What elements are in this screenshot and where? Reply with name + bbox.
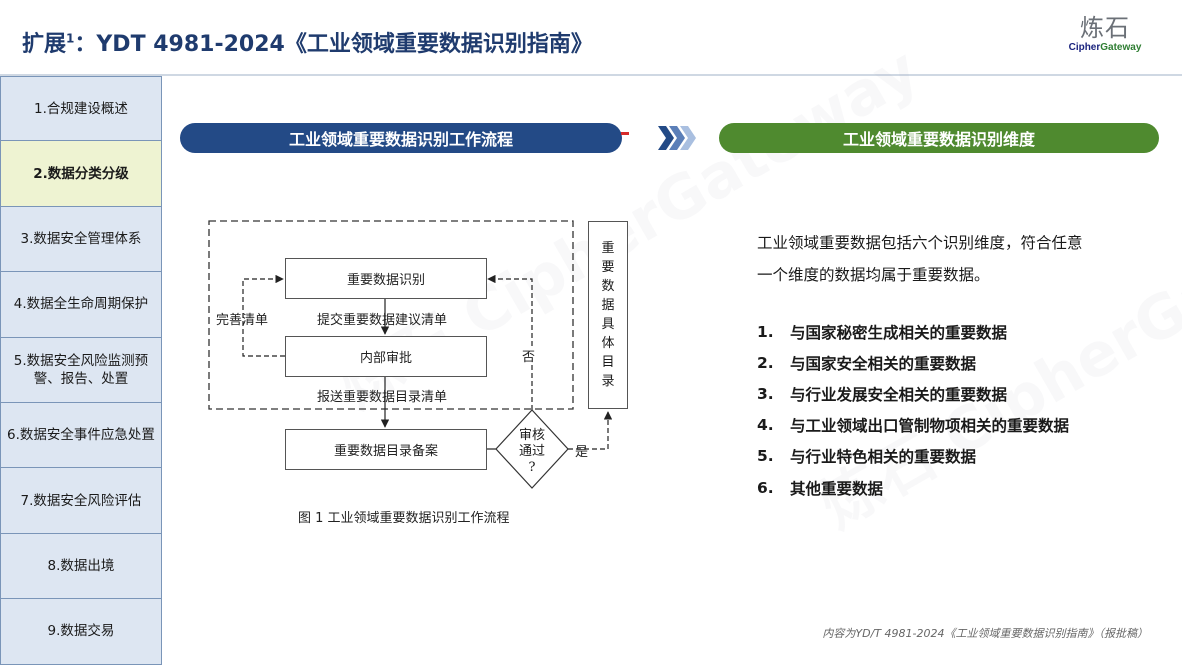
list-item: 5.与行业特色相关的重要数据 [757, 447, 977, 467]
header-divider [0, 74, 1182, 76]
brand-logo: 炼石 CipherGateway [1062, 14, 1148, 54]
label-yes: 是 [575, 445, 589, 460]
sidebar-item-lifecycle-protection[interactable]: 4.数据全生命周期保护 [0, 272, 162, 338]
diamond-text: 审核 通过 ? [518, 428, 545, 475]
sidebar-item-data-trading[interactable]: 9.数据交易 [0, 599, 162, 665]
label-submit: 提交重要数据建议清单 [317, 313, 448, 328]
sidebar-nav: 1.合规建设概述 2.数据分类分级 3.数据安全管理体系 4.数据全生命周期保护… [0, 76, 162, 665]
logo-english: CipherGateway [1068, 42, 1142, 53]
dimension-list: 1.与国家秘密生成相关的重要数据 2.与国家安全相关的重要数据 3.与行业发展安… [757, 316, 1157, 503]
sidebar-item-cross-border[interactable]: 8.数据出境 [0, 533, 162, 600]
logo-chinese: 炼石 [1080, 14, 1130, 42]
list-item: 2.与国家安全相关的重要数据 [757, 353, 977, 373]
workflow-diagram: 重要数据识别 提交重要数据建议清单 内部审批 报送重要数据目录清单 重要数据目录… [200, 212, 640, 542]
list-item: 3.与行业发展安全相关的重要数据 [757, 384, 1008, 404]
sidebar-item-data-classification[interactable]: 2.数据分类分级 [0, 141, 162, 207]
sidebar-item-risk-monitoring[interactable]: 5.数据安全风险监测预警、报告、处置 [0, 337, 162, 403]
label-improve: 完善清单 [216, 313, 269, 328]
source-footnote: 内容为YD/T 4981-2024《工业领域重要数据识别指南》（报批稿） [822, 627, 1148, 640]
box-identify: 重要数据识别 [285, 258, 487, 299]
sidebar-item-risk-assessment[interactable]: 7.数据安全风险评估 [0, 468, 162, 534]
sidebar-item-security-management[interactable]: 3.数据安全管理体系 [0, 206, 162, 273]
box-filing: 重要数据目录备案 [285, 429, 487, 470]
list-item: 1.与国家秘密生成相关的重要数据 [757, 322, 1008, 342]
sidebar-item-compliance-overview[interactable]: 1.合规建设概述 [0, 76, 162, 142]
sidebar-item-incident-response[interactable]: 6.数据安全事件应急处置 [0, 402, 162, 469]
label-no: 否 [522, 346, 536, 365]
box-review: 内部审批 [285, 336, 487, 377]
box-catalog: 重 要 数 据 具 体 目 录 [588, 221, 628, 409]
chevron-right-icon [658, 126, 696, 150]
page-title: 扩展1：YDT 4981-2024《工业领域重要数据识别指南》 [22, 31, 593, 57]
workflow-connectors [208, 220, 613, 489]
list-item: 4.与工业领域出口管制物项相关的重要数据 [757, 416, 1070, 436]
list-item: 6.其他重要数据 [757, 478, 884, 498]
workflow-heading: 工业领域重要数据识别工作流程 [180, 123, 622, 153]
red-marker [621, 132, 629, 135]
figure-caption: 图 1 工业领域重要数据识别工作流程 [298, 511, 510, 526]
label-report: 报送重要数据目录清单 [317, 390, 448, 405]
intro-text: 工业领域重要数据包括六个识别维度，符合任意 一个维度的数据均属于重要数据。 [757, 234, 1083, 284]
dimensions-heading: 工业领域重要数据识别维度 [719, 123, 1159, 153]
